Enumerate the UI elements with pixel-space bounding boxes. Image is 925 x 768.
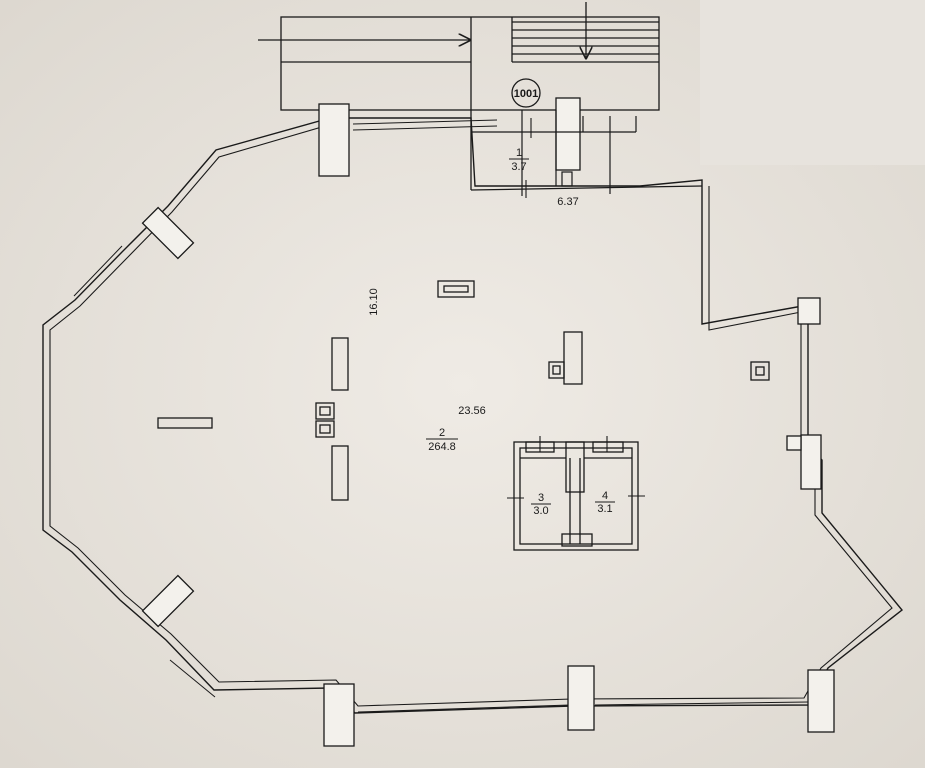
room-2-area: 264.8 xyxy=(428,441,456,453)
room-4-area: 3.1 xyxy=(597,503,612,515)
room-1-label: 1 3.7 xyxy=(509,147,529,173)
tick-marks xyxy=(507,118,645,499)
outer-walls xyxy=(42,117,903,714)
dimension-width-top: 6.37 xyxy=(557,196,578,208)
room-2-label: 2 264.8 xyxy=(426,427,458,453)
stairwell xyxy=(258,2,660,190)
room-1-area: 3.7 xyxy=(511,161,526,173)
room-3-area: 3.0 xyxy=(533,505,548,517)
room-1-walls xyxy=(470,110,703,196)
unit-number-badge: 1001 xyxy=(511,78,541,108)
unit-number: 1001 xyxy=(514,88,538,100)
room-3-label: 3 3.0 xyxy=(531,492,551,517)
room-3-number: 3 xyxy=(538,492,544,504)
room-4-number: 4 xyxy=(602,490,608,502)
room-2-number: 2 xyxy=(439,427,445,439)
paper-corner xyxy=(700,0,925,165)
wall-piers xyxy=(141,97,835,747)
room-1-number: 1 xyxy=(516,147,522,159)
dimension-span: 23.56 xyxy=(458,405,486,417)
interior-columns xyxy=(157,280,770,501)
dimension-depth: 16.10 xyxy=(368,288,380,316)
room-4-label: 4 3.1 xyxy=(595,490,615,515)
